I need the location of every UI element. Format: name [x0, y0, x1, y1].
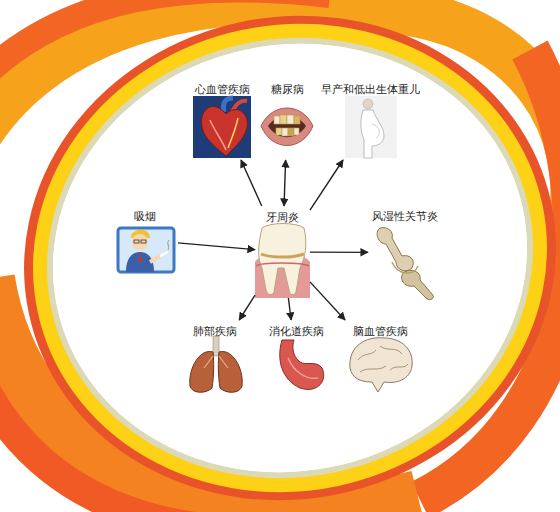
disease-node: 早产和低出生体重儿 [317, 78, 424, 160]
mouth-illustration-part [280, 115, 287, 124]
disease-node: 心血管疾病 [190, 78, 255, 160]
disease-node: 吸烟 [112, 205, 178, 275]
lungs-illustration-part [213, 336, 219, 356]
mouth-illustration-part [274, 116, 280, 124]
joint-illustration-part [402, 270, 434, 299]
mouth-illustration-part [288, 128, 294, 136]
lungs-illustration-part [218, 351, 242, 392]
tooth-illustration-part [259, 224, 306, 295]
mouth-illustration [261, 108, 313, 146]
mouth-illustration-part [294, 128, 299, 135]
swirl-background-part [9, 0, 560, 512]
lungs-illustration-part [190, 351, 214, 392]
mouth-illustration-part [268, 116, 306, 138]
arrow-connector [310, 160, 343, 210]
stomach-illustration-part [280, 340, 324, 389]
mouth-illustration-part [282, 128, 288, 136]
smoking-man-illustration-part [160, 252, 168, 256]
tooth-illustration [255, 224, 310, 299]
disease-node: 消化道疾病 [264, 320, 328, 396]
smoking-man-illustration-part [118, 228, 174, 272]
smoking-man-illustration-part [141, 240, 146, 243]
pregnant-woman-illustration-part [345, 96, 397, 158]
disease-node: 牙周炎 [255, 206, 310, 298]
arrow-connector [178, 243, 255, 250]
heart-illustration-part [210, 120, 226, 150]
joint-illustration-part [392, 262, 418, 273]
arrow-connector [310, 251, 368, 253]
node-label: 心血管疾病 [194, 83, 251, 97]
heart-illustration [193, 96, 251, 158]
arrow-connector [288, 298, 291, 320]
node-label: 早产和低出生体重儿 [320, 83, 421, 97]
mouth-illustration-part [294, 116, 300, 124]
heart-illustration-part [228, 118, 238, 148]
mouth-illustration-part [276, 128, 282, 135]
brain-illustration-part [358, 346, 408, 372]
arrow-connector [310, 282, 345, 320]
heart-illustration-part [201, 107, 247, 156]
node-label: 吸烟 [133, 210, 157, 224]
tooth-illustration-part [261, 254, 304, 257]
joint-illustration-part [377, 228, 413, 271]
smoking-man-illustration-part [134, 240, 139, 243]
brain-illustration-part [350, 338, 412, 392]
smoking-man-illustration-part [168, 240, 169, 250]
lungs-illustration [190, 336, 242, 392]
node-label: 风湿性关节炎 [371, 210, 439, 224]
joint-illustration [377, 228, 433, 300]
node-label: 肺部疾病 [192, 325, 238, 339]
smoking-man-illustration [118, 228, 174, 272]
arrow-connector [239, 295, 255, 320]
smoking-man-illustration-part [150, 256, 160, 262]
stomach-illustration [280, 340, 324, 389]
disease-node: 脑血管疾病 [345, 320, 415, 396]
smoking-man-illustration-part [126, 252, 154, 272]
brain-illustration [350, 338, 412, 392]
disease-node: 肺部疾病 [182, 320, 248, 396]
pregnant-woman-illustration-part [372, 124, 379, 138]
lungs-illustration-part [204, 356, 228, 368]
node-label: 消化道疾病 [268, 325, 325, 339]
node-label: 脑血管疾病 [352, 325, 409, 339]
pregnant-woman-illustration-part [363, 99, 373, 109]
tooth-illustration-part [256, 263, 309, 266]
disease-node: 风湿性关节炎 [368, 205, 442, 300]
node-label: 糖尿病 [270, 83, 305, 97]
smoking-man-illustration-part [138, 252, 142, 262]
node-label: 牙周炎 [265, 211, 300, 225]
heart-illustration-part [193, 96, 251, 158]
arrow-connector [241, 160, 262, 206]
stomach-illustration-part [288, 358, 318, 378]
pregnant-woman-illustration-part [361, 110, 384, 158]
mouth-illustration-part [261, 108, 313, 146]
pregnant-woman-illustration [345, 96, 397, 158]
smoking-man-illustration-part [132, 234, 148, 250]
mouth-illustration-part [287, 115, 294, 124]
swirl-background-part [13, 0, 560, 512]
disease-node: 糖尿病 [257, 78, 317, 160]
arrow-connector [284, 160, 286, 206]
